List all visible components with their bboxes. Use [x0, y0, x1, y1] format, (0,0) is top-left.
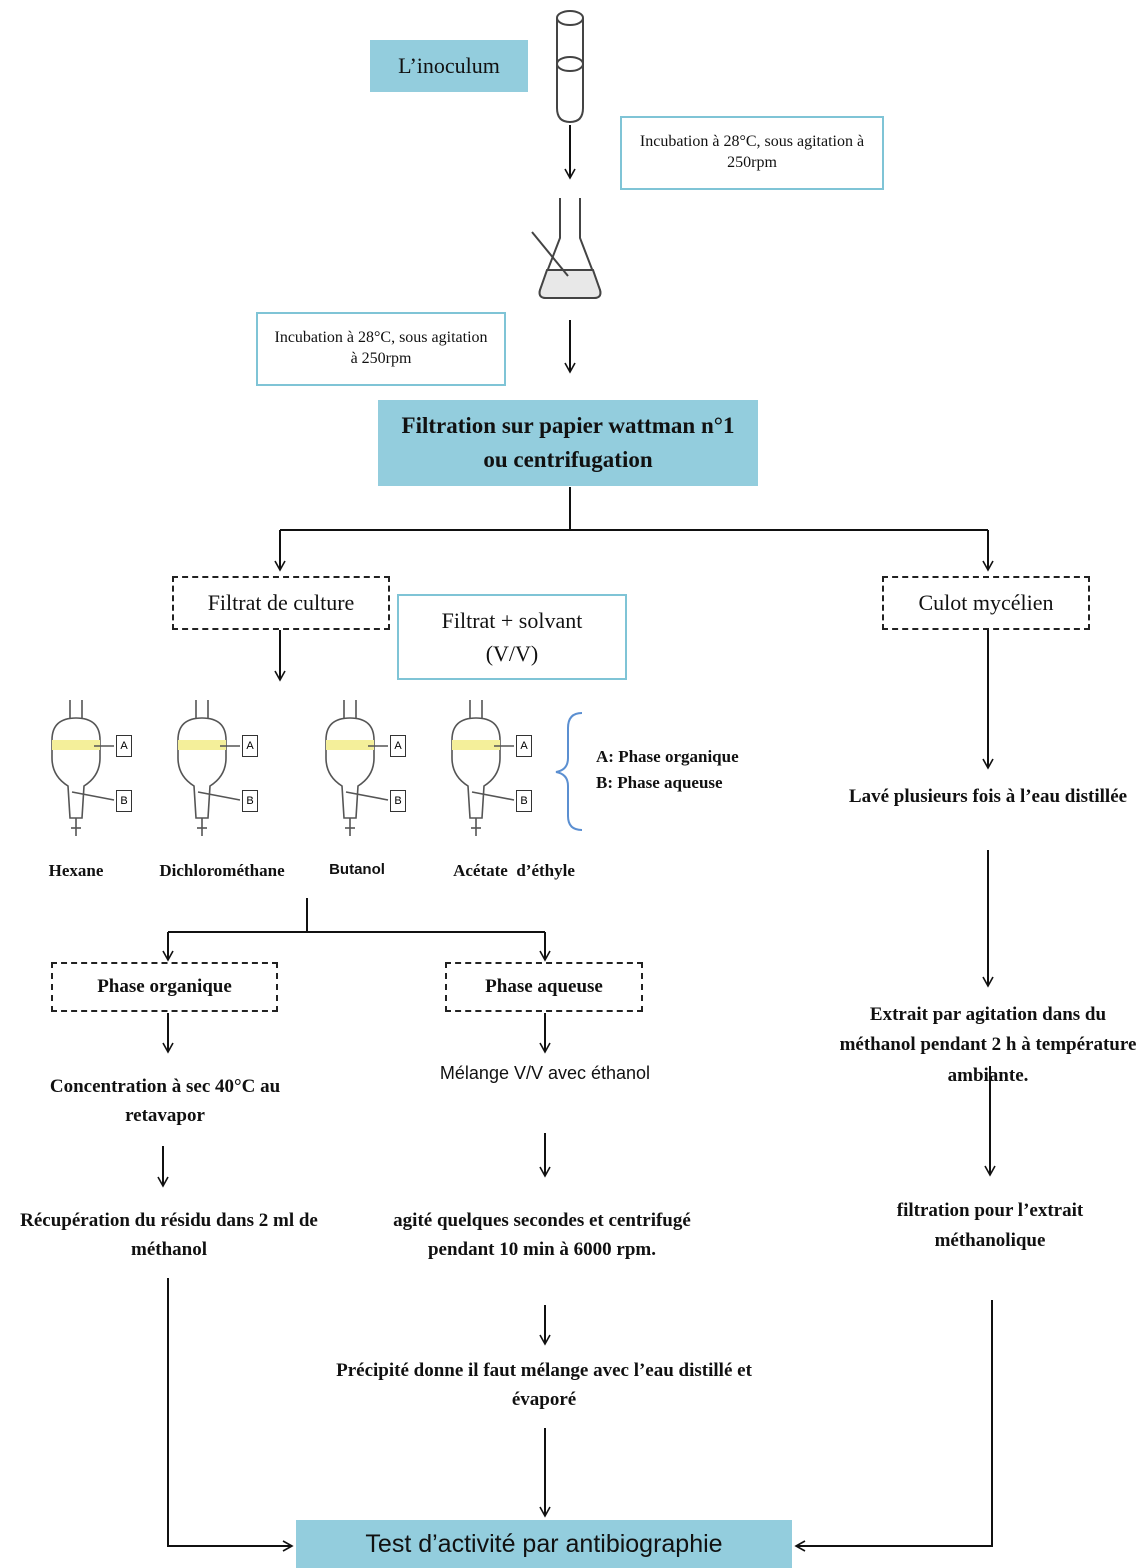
phase-organique-label: Phase organique [97, 976, 232, 997]
filtrat-solvant-text: Filtrat + solvant (V/V) [441, 608, 583, 666]
legend-organic: A: Phase organique [596, 747, 739, 766]
funnel-2-label-b: B [242, 790, 258, 812]
funnel-4-label-a: A [516, 735, 532, 757]
funnel-1-label-a: A [116, 735, 132, 757]
incubation-note-2-text: Incubation à 28°C, sous agitation à 250r… [274, 329, 488, 367]
final-test-label: Test d’activité par antibiographie [365, 1529, 723, 1558]
legend-aqueous: B: Phase aqueuse [596, 773, 723, 792]
org-step-recuperation: Récupération du résidu dans 2 ml de méth… [20, 1210, 318, 1261]
my-step-extraction: Extrait par agitation dans du méthanol p… [839, 1004, 1137, 1086]
solvent-dichloromethane: Dichlorométhane [159, 861, 285, 880]
my-step-filtration: filtration pour l’extrait méthanolique [896, 1200, 1084, 1252]
filtrat-culture-label: Filtrat de culture [207, 590, 355, 615]
aq-step-agitation: agité quelques secondes et centrifugé pe… [393, 1210, 691, 1261]
solvent-butanol: Butanol [329, 861, 385, 878]
funnel-2-label-a: A [242, 735, 258, 757]
solvent-hexane: Hexane [48, 861, 104, 880]
funnel-3-label-a: A [390, 735, 406, 757]
filtration-text: Filtration sur papier wattman n°1 ou cen… [401, 412, 735, 473]
aq-step-melange: Mélange V/V avec éthanol [439, 1063, 651, 1083]
my-step-lavage: Lavé plusieurs fois à l’eau distillée [848, 786, 1128, 807]
culot-label: Culot mycélien [918, 590, 1054, 615]
funnel-1-label-b: B [116, 790, 132, 812]
flask-icon [531, 198, 602, 299]
phase-aqueuse-node: Phase aqueuse [445, 962, 643, 1012]
final-test-node: Test d’activité par antibiographie [296, 1520, 792, 1568]
funnel-4-label-b: B [516, 790, 532, 812]
incubation-note-2: Incubation à 28°C, sous agitation à 250r… [256, 312, 506, 386]
separatory-funnel-icons [51, 700, 515, 836]
culot-node: Culot mycélien [882, 576, 1090, 630]
incubation-note-1: Incubation à 28°C, sous agitation à 250r… [620, 116, 884, 190]
filtrat-culture-node: Filtrat de culture [172, 576, 390, 630]
phase-aqueuse-label: Phase aqueuse [485, 976, 603, 997]
funnel-3-label-b: B [390, 790, 406, 812]
filtration-node: Filtration sur papier wattman n°1 ou cen… [378, 400, 758, 486]
incubation-note-1-text: Incubation à 28°C, sous agitation à 250r… [639, 133, 865, 171]
legend-brace [555, 712, 583, 831]
org-step-concentration: Concentration à sec 40°C au retavapor [49, 1076, 281, 1127]
aq-step-precipite: Précipité donne il faut mélange avec l’e… [336, 1360, 752, 1411]
filtrat-solvant-note: Filtrat + solvant (V/V) [397, 594, 627, 680]
solvent-ethyl-acetate: Acétate d’éthyle [453, 861, 575, 880]
test-tube-icon [556, 10, 584, 124]
inoculum-label: L’inoculum [398, 53, 500, 78]
inoculum-node: L’inoculum [370, 40, 528, 92]
phase-organique-node: Phase organique [51, 962, 278, 1012]
